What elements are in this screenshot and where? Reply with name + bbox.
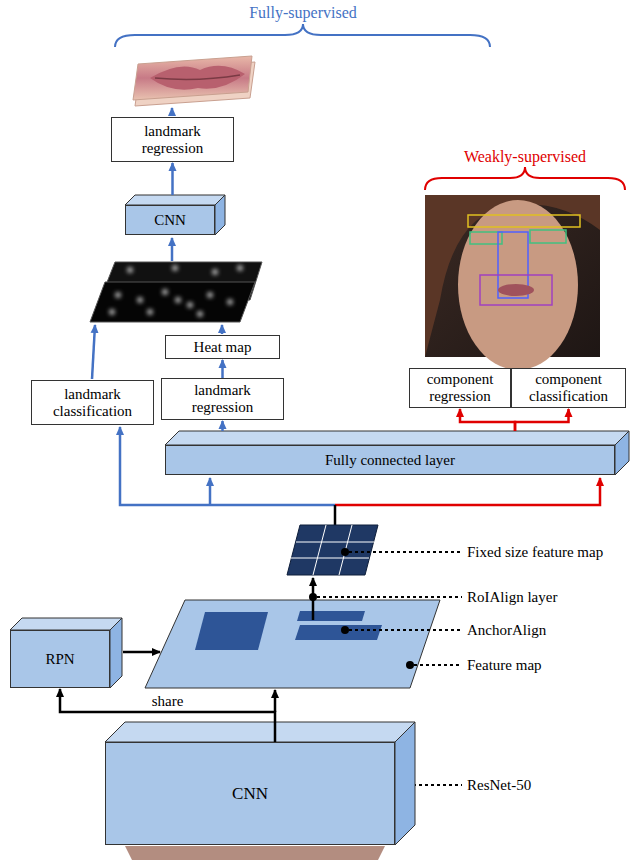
node-text: landmark regression: [162, 382, 283, 416]
wire: [334, 505, 337, 525]
cube-face: [125, 195, 225, 205]
arrow: [92, 325, 95, 379]
connector: [221, 421, 224, 431]
node-text: Fully connected layer: [325, 452, 455, 469]
backbone-block: CNN: [105, 742, 395, 845]
connector: [221, 360, 224, 378]
node-text: Heat map: [194, 339, 252, 356]
node-text: CNN: [154, 212, 186, 229]
heatmap-stack: [90, 262, 262, 322]
cube-face: [105, 722, 415, 742]
fc-layer: Fully connected layer: [165, 445, 615, 475]
connector: [515, 409, 569, 431]
cube-face: [110, 618, 122, 688]
cnn-block: CNN: [125, 205, 215, 235]
brace: [115, 24, 490, 47]
fixed-size-grid: [287, 525, 378, 575]
process-box: landmark regression: [161, 378, 284, 420]
node-text: CNN: [232, 784, 268, 803]
part-label: ResNet-50: [467, 777, 531, 794]
process-box: Heat map: [165, 335, 280, 359]
process-box: component regression: [409, 368, 511, 408]
connector: [460, 409, 515, 431]
arrow: [209, 478, 212, 505]
feature-map-plane: [145, 600, 440, 688]
part-label: Fixed size feature map: [467, 544, 603, 561]
edge-label: share: [150, 693, 186, 710]
node-text: landmark classification: [32, 386, 153, 420]
group-title: Weakly-supervised: [464, 148, 586, 166]
part-label: RoIAlign layer: [467, 589, 557, 606]
cube-face: [615, 431, 629, 475]
arrow: [335, 478, 600, 505]
node-text: component classification: [512, 371, 625, 405]
part-label: AnchorAlign: [467, 622, 546, 639]
connector: [171, 163, 174, 195]
arrow: [171, 238, 174, 261]
process-box: landmark classification: [31, 380, 154, 425]
process-box: component classification: [511, 368, 626, 408]
output-box: landmark regression: [111, 117, 234, 162]
cube-face: [215, 195, 225, 235]
node-text: component regression: [410, 371, 510, 405]
node-text: RPN: [45, 651, 74, 668]
arrow: [123, 651, 160, 654]
face-image: [425, 195, 600, 370]
node-text: landmark regression: [112, 123, 233, 157]
group-title: Fully-supervised: [249, 4, 357, 22]
arrow: [171, 108, 174, 116]
cube-face: [165, 431, 629, 445]
input-image: [125, 846, 385, 860]
arrow: [221, 325, 224, 334]
part-label: Feature map: [467, 657, 542, 674]
arrow: [274, 690, 277, 712]
cube-face: [10, 618, 122, 630]
brace: [425, 167, 625, 190]
cube-face: [395, 722, 415, 845]
lips-image: [133, 56, 255, 106]
rpn-block: RPN: [10, 630, 110, 688]
connector: [60, 689, 275, 742]
